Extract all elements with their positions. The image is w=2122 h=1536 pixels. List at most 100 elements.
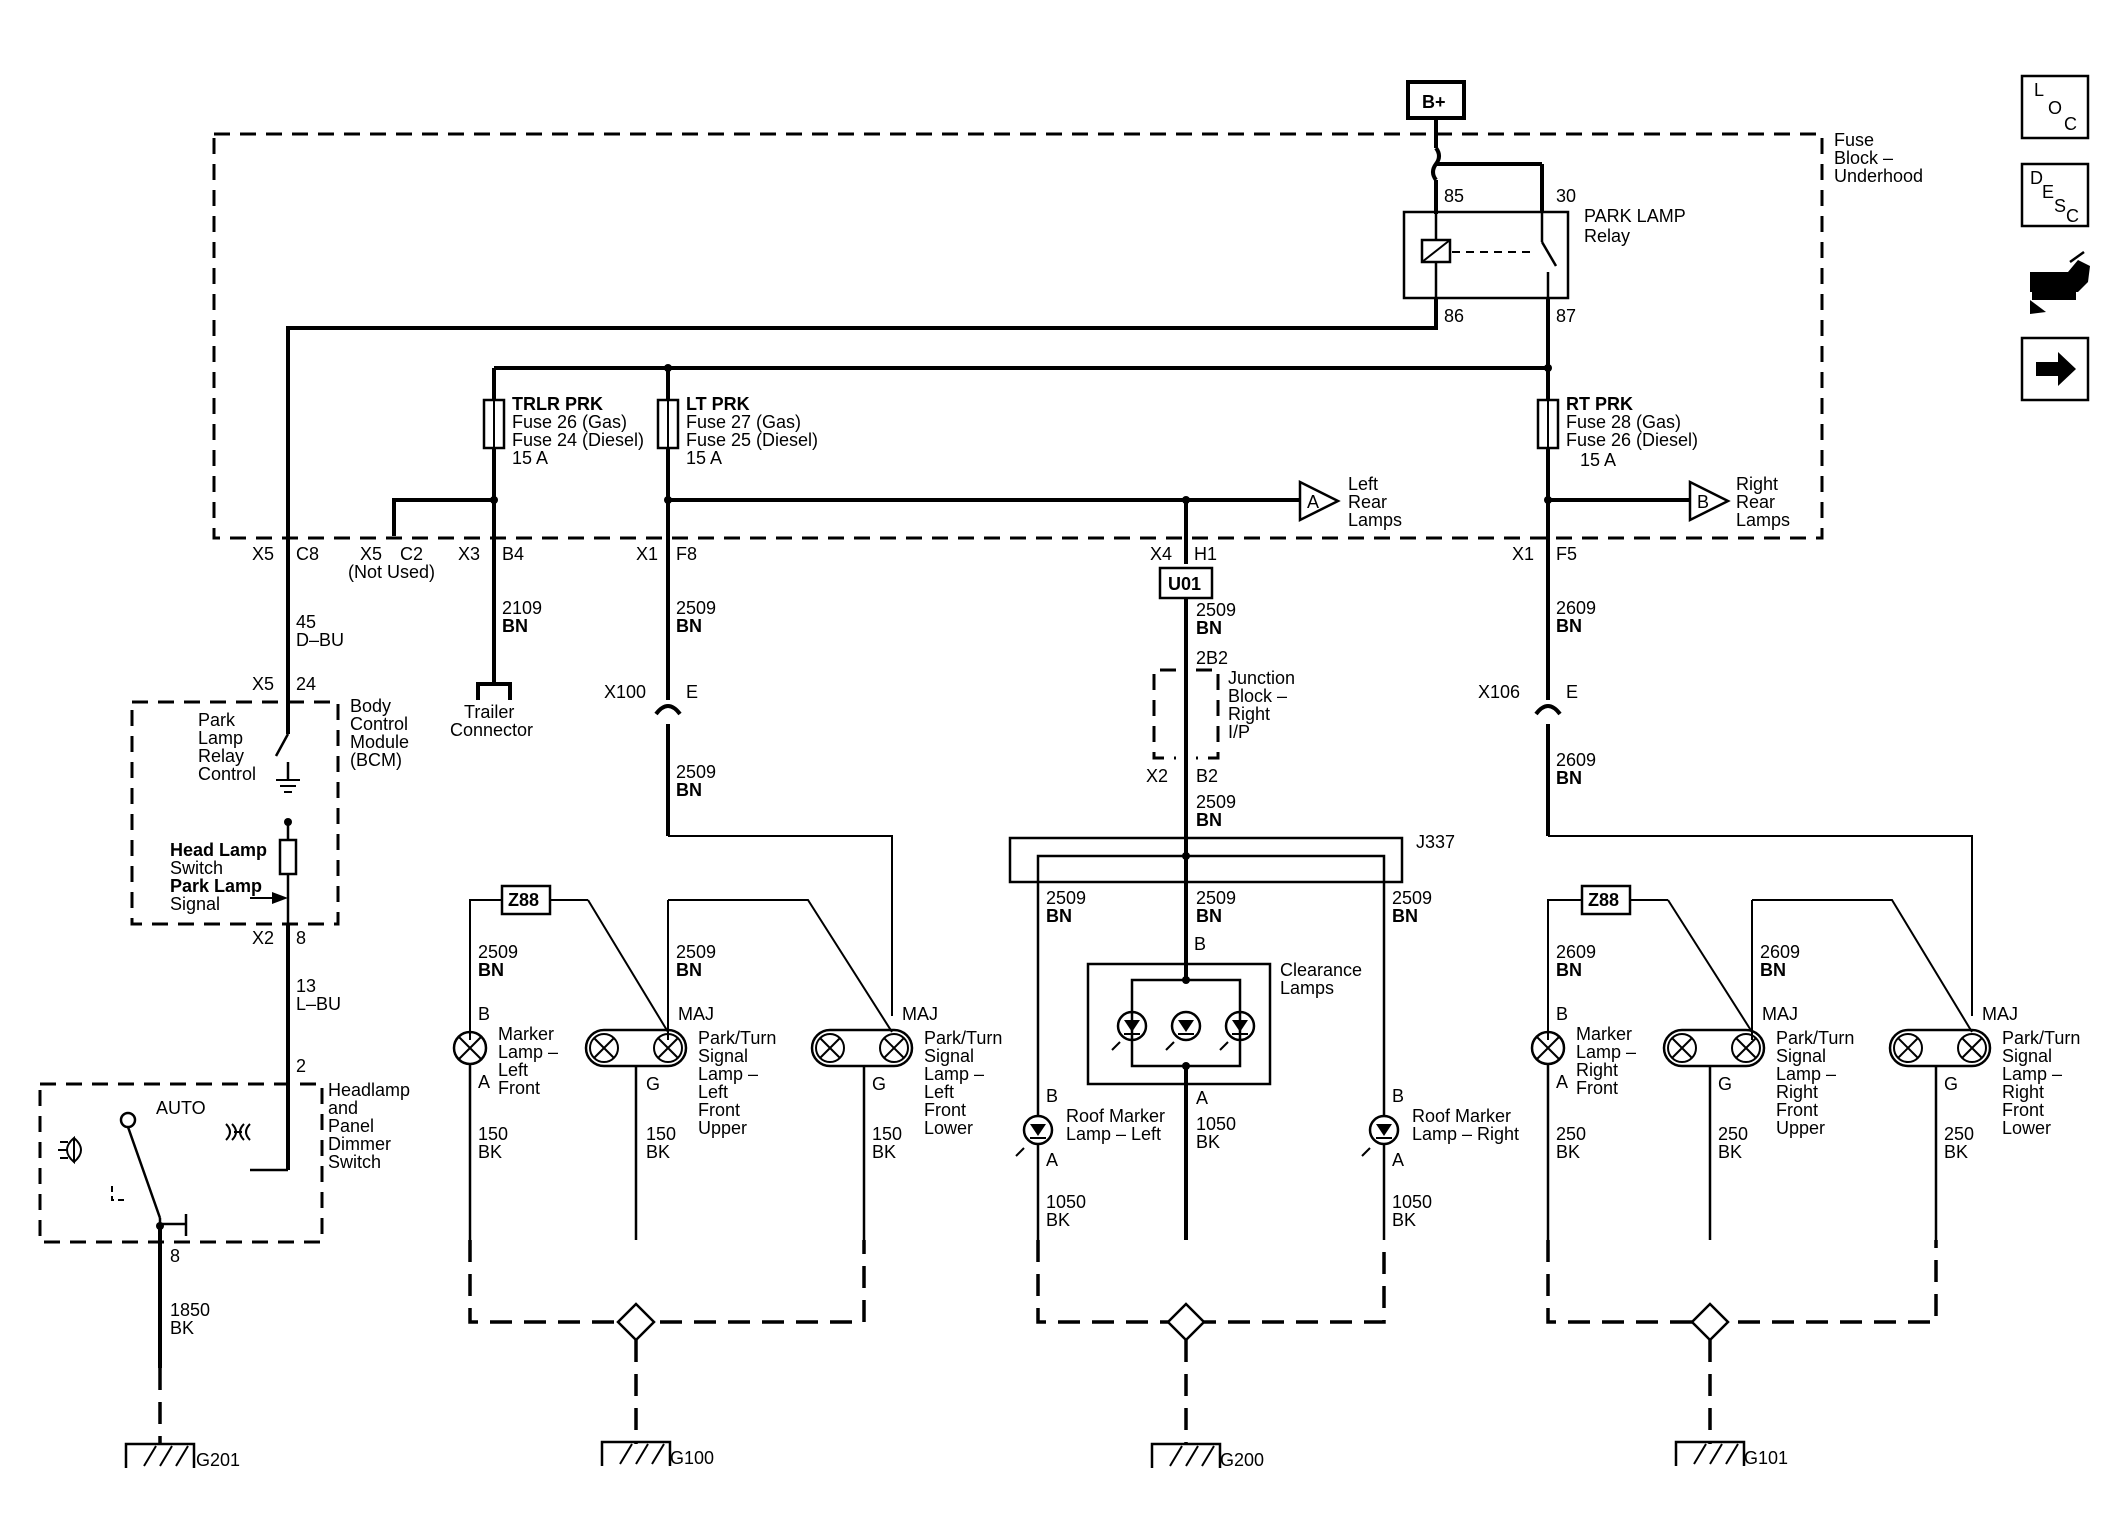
svg-text:PARK LAMP: PARK LAMP bbox=[1584, 206, 1686, 226]
ground-g100: G100 bbox=[600, 1440, 714, 1468]
svg-text:Lamps: Lamps bbox=[1280, 978, 1334, 998]
marker-lamp-right-front: B A Marker Lamp – Right Front bbox=[1530, 1004, 1636, 1098]
svg-text:Clearance: Clearance bbox=[1280, 960, 1362, 980]
svg-text:Body: Body bbox=[350, 696, 391, 716]
svg-text:Marker: Marker bbox=[498, 1024, 554, 1044]
svg-text:2509: 2509 bbox=[1196, 888, 1236, 908]
svg-text:Right: Right bbox=[1228, 704, 1270, 724]
svg-text:Left: Left bbox=[498, 1060, 528, 1080]
svg-text:L: L bbox=[2034, 80, 2044, 100]
svg-text:G: G bbox=[646, 1074, 660, 1094]
svg-text:BN: BN bbox=[1046, 906, 1072, 926]
svg-text:BN: BN bbox=[1760, 960, 1786, 980]
svg-text:Upper: Upper bbox=[1776, 1118, 1825, 1138]
headlamp-dimmer-switch-outline bbox=[38, 1082, 324, 1244]
svg-text:Lamps: Lamps bbox=[1348, 510, 1402, 530]
svg-text:B: B bbox=[1697, 492, 1709, 512]
svg-text:Switch: Switch bbox=[170, 858, 223, 878]
svg-text:F8: F8 bbox=[676, 544, 697, 564]
svg-text:250: 250 bbox=[1556, 1124, 1586, 1144]
svg-text:85: 85 bbox=[1444, 186, 1464, 206]
svg-text:24: 24 bbox=[296, 674, 316, 694]
svg-text:250: 250 bbox=[1944, 1124, 1974, 1144]
svg-text:D–BU: D–BU bbox=[296, 630, 344, 650]
svg-text:Fuse 27 (Gas): Fuse 27 (Gas) bbox=[686, 412, 801, 432]
svg-text:BK: BK bbox=[1718, 1142, 1742, 1162]
offpage-left-rear-lamps: A Left Rear Lamps bbox=[1298, 474, 1402, 530]
svg-text:Lamp –: Lamp – bbox=[2002, 1064, 2062, 1084]
svg-text:E: E bbox=[2042, 182, 2054, 202]
svg-text:87: 87 bbox=[1556, 306, 1576, 326]
svg-text:B: B bbox=[1046, 1086, 1058, 1106]
svg-text:Left: Left bbox=[1348, 474, 1378, 494]
svg-text:Lower: Lower bbox=[2002, 1118, 2051, 1138]
park-lamp-icon bbox=[225, 1123, 251, 1141]
svg-text:Relay: Relay bbox=[1584, 226, 1630, 246]
svg-text:B: B bbox=[1392, 1086, 1404, 1106]
svg-text:Switch: Switch bbox=[328, 1152, 381, 1172]
svg-text:Z88: Z88 bbox=[1588, 890, 1619, 910]
svg-text:Signal: Signal bbox=[170, 894, 220, 914]
fuse-trlr-prk: TRLR PRK Fuse 26 (Gas) Fuse 24 (Diesel) … bbox=[482, 368, 644, 684]
park-turn-lamp-right-front-upper: MAJ G Park/Turn Signal Lamp – Right Fron… bbox=[1662, 1004, 1854, 1138]
svg-text:Fuse 25 (Diesel): Fuse 25 (Diesel) bbox=[686, 430, 818, 450]
svg-text:2509: 2509 bbox=[676, 942, 716, 962]
svg-text:G100: G100 bbox=[670, 1448, 714, 1468]
svg-text:Marker: Marker bbox=[1576, 1024, 1632, 1044]
svg-text:L–BU: L–BU bbox=[296, 994, 341, 1014]
offpage-right-rear-lamps: B Right Rear Lamps bbox=[1688, 474, 1790, 530]
fuse-lt-prk: LT PRK Fuse 27 (Gas) Fuse 25 (Diesel) 15… bbox=[656, 368, 818, 700]
svg-text:1050: 1050 bbox=[1392, 1192, 1432, 1212]
svg-text:Lamp – Left: Lamp – Left bbox=[1066, 1124, 1161, 1144]
svg-text:15 A: 15 A bbox=[686, 448, 722, 468]
svg-text:150: 150 bbox=[646, 1124, 676, 1144]
svg-text:2509: 2509 bbox=[676, 762, 716, 782]
svg-text:MAJ: MAJ bbox=[1982, 1004, 2018, 1024]
svg-text:Lamp – Right: Lamp – Right bbox=[1412, 1124, 1519, 1144]
svg-text:BK: BK bbox=[1392, 1210, 1416, 1230]
svg-text:D: D bbox=[2030, 168, 2043, 188]
svg-text:C8: C8 bbox=[296, 544, 319, 564]
ground-g200: G200 bbox=[1150, 1442, 1264, 1470]
svg-text:Block –: Block – bbox=[1834, 148, 1893, 168]
svg-text:2609: 2609 bbox=[1556, 598, 1596, 618]
svg-text:Fuse: Fuse bbox=[1834, 130, 1874, 150]
svg-text:Junction: Junction bbox=[1228, 668, 1295, 688]
loc-icon[interactable]: L O C bbox=[2020, 74, 2090, 140]
svg-text:150: 150 bbox=[872, 1124, 902, 1144]
svg-text:A: A bbox=[478, 1072, 490, 1092]
svg-text:Front: Front bbox=[498, 1078, 540, 1098]
splice-j337 bbox=[1008, 836, 1404, 884]
roof-marker-lamp-right: B A Roof Marker Lamp – Right bbox=[1361, 1086, 1519, 1170]
svg-text:C: C bbox=[2064, 114, 2077, 134]
bcm-outline bbox=[130, 700, 340, 926]
svg-text:BK: BK bbox=[1196, 1132, 1220, 1152]
svg-text:Lamp –: Lamp – bbox=[1776, 1064, 1836, 1084]
svg-text:S: S bbox=[2054, 196, 2066, 216]
svg-text:Right: Right bbox=[1576, 1060, 1618, 1080]
svg-text:U01: U01 bbox=[1168, 574, 1201, 594]
svg-text:2109: 2109 bbox=[502, 598, 542, 618]
svg-text:Left: Left bbox=[924, 1082, 954, 1102]
svg-text:Lamp –: Lamp – bbox=[924, 1064, 984, 1084]
next-arrow-icon[interactable] bbox=[2020, 336, 2090, 402]
svg-text:Panel: Panel bbox=[328, 1116, 374, 1136]
svg-text:LT PRK: LT PRK bbox=[686, 394, 750, 414]
svg-text:2609: 2609 bbox=[1556, 942, 1596, 962]
svg-text:Front: Front bbox=[1576, 1078, 1618, 1098]
svg-text:Z88: Z88 bbox=[508, 890, 539, 910]
svg-text:C2: C2 bbox=[400, 544, 423, 564]
connector-x106 bbox=[1534, 704, 1562, 716]
connector-tools-icon[interactable] bbox=[2030, 250, 2090, 314]
svg-text:A: A bbox=[1556, 1072, 1568, 1092]
svg-text:X5: X5 bbox=[252, 674, 274, 694]
desc-icon[interactable]: D E S C bbox=[2020, 162, 2090, 228]
svg-text:E: E bbox=[1566, 682, 1578, 702]
svg-text:G200: G200 bbox=[1220, 1450, 1264, 1470]
svg-text:15 A: 15 A bbox=[1580, 450, 1616, 470]
svg-text:E: E bbox=[686, 682, 698, 702]
park-turn-lamp-right-front-lower: MAJ G Park/Turn Signal Lamp – Right Fron… bbox=[1888, 1004, 2080, 1138]
svg-text:X2: X2 bbox=[252, 928, 274, 948]
svg-text:2509: 2509 bbox=[1196, 600, 1236, 620]
